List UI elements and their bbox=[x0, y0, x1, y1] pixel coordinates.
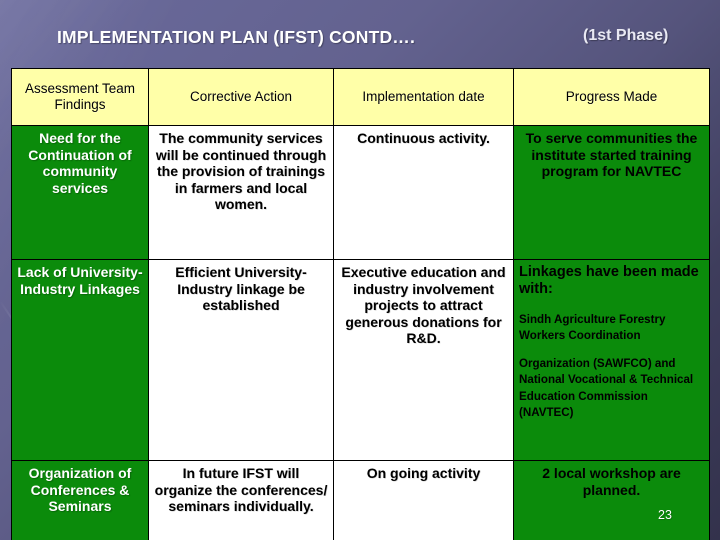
table-row: Organization of Conferences & Seminars I… bbox=[11, 460, 710, 540]
progress-detail-block-2: Sindh Agriculture Forestry Workers Coord… bbox=[519, 312, 704, 422]
cell-implementation-date-3: On going activity bbox=[333, 460, 514, 540]
progress-heading-2: Linkages have been made with: bbox=[519, 264, 699, 298]
implementation-plan-table: Assessment Team Findings Corrective Acti… bbox=[11, 68, 710, 540]
progress-detail-2a: Sindh Agriculture Forestry Workers Coord… bbox=[519, 312, 666, 343]
table-row: Lack of University-Industry Linkages Eff… bbox=[11, 259, 710, 461]
cell-corrective-action-2: Efficient University-Industry linkage be… bbox=[148, 259, 334, 461]
page-title: IMPLEMENTATION PLAN (IFST) CONTD…. bbox=[57, 27, 416, 47]
column-header-progress-made: Progress Made bbox=[513, 68, 710, 126]
phase-label: (1st Phase) bbox=[583, 27, 669, 44]
table-row: Need for the Continuation of community s… bbox=[11, 125, 710, 260]
cell-finding-1: Need for the Continuation of community s… bbox=[11, 125, 149, 260]
cell-corrective-action-3: In future IFST will organize the confere… bbox=[148, 460, 334, 540]
table-header-row: Assessment Team Findings Corrective Acti… bbox=[11, 68, 710, 126]
page-number: 23 bbox=[658, 508, 672, 522]
progress-detail-2b: Organization (SAWFCO) and National Vocat… bbox=[519, 356, 694, 420]
cell-progress-made-3: 2 local workshop are planned. bbox=[513, 460, 710, 540]
column-header-implementation-date: Implementation date bbox=[333, 68, 514, 126]
slide-header: IMPLEMENTATION PLAN (IFST) CONTD…. (1st … bbox=[0, 27, 720, 53]
cell-finding-3: Organization of Conferences & Seminars bbox=[11, 460, 149, 540]
column-header-corrective-action: Corrective Action bbox=[148, 68, 334, 126]
cell-corrective-action-1: The community services will be continued… bbox=[148, 125, 334, 260]
cell-progress-made-2: Linkages have been made with: Sindh Agri… bbox=[513, 259, 710, 461]
progress-detail-spacer bbox=[519, 345, 704, 356]
cell-implementation-date-2: Executive education and industry involve… bbox=[333, 259, 514, 461]
cell-finding-2: Lack of University-Industry Linkages bbox=[11, 259, 149, 461]
implementation-plan-table-wrapper: Assessment Team Findings Corrective Acti… bbox=[11, 68, 710, 540]
cell-implementation-date-1: Continuous activity. bbox=[333, 125, 514, 260]
column-header-assessment-team-findings: Assessment Team Findings bbox=[11, 68, 149, 126]
cell-progress-made-1: To serve communities the institute start… bbox=[513, 125, 710, 260]
